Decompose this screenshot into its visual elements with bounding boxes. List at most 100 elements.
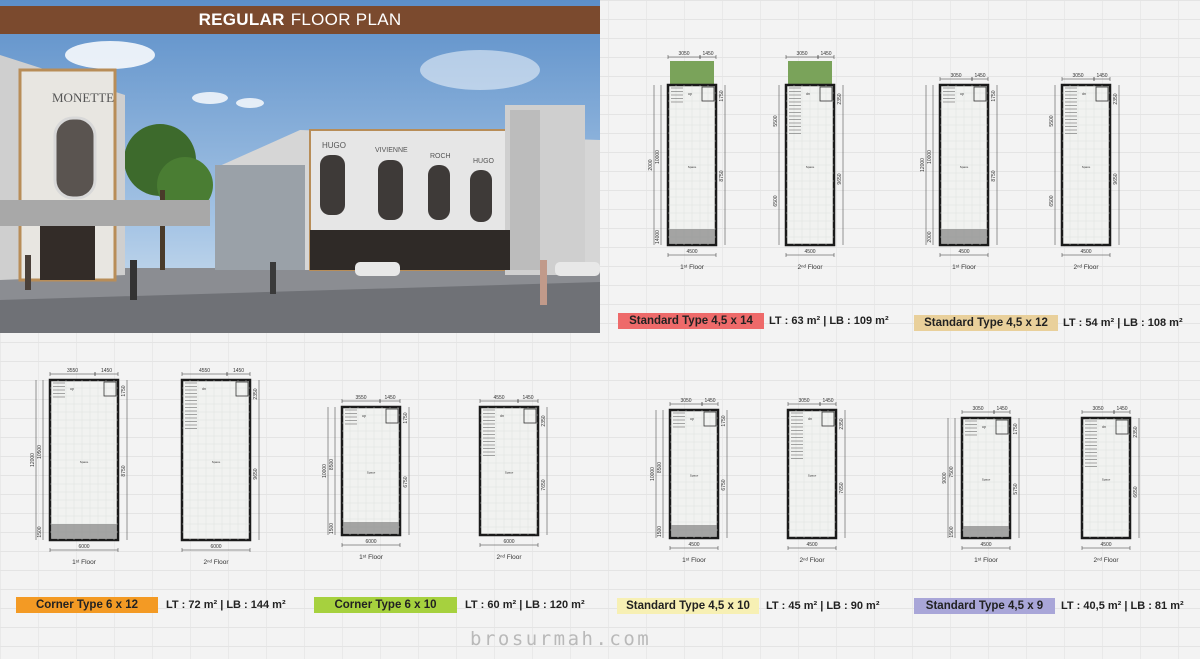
wc-room (1115, 419, 1129, 435)
first-floor-plan (340, 405, 402, 537)
sign-roch: ROCH (430, 153, 451, 160)
dim-right-1: 1750 (991, 90, 997, 101)
stair-direction: up (362, 414, 366, 418)
dim-right-1: 1750 (403, 412, 409, 423)
dim-bottom-2: 4500 (806, 542, 817, 548)
dim-left-1c: 1500 (657, 526, 663, 537)
dim-right-2: 8750 (991, 170, 997, 181)
dim-left-1c: 1500 (949, 526, 955, 537)
dim-top-4: 1450 (233, 368, 244, 374)
room-label: Space (960, 165, 969, 169)
wc-room (819, 86, 833, 102)
dim-bottom-1: 4500 (688, 542, 699, 548)
dim-top-3: 4550 (199, 368, 210, 374)
room-label: Space (690, 474, 699, 478)
floor-label-first: 1ˢᵗ Floor (72, 559, 96, 566)
dim-top-2: 1450 (101, 368, 112, 374)
first-floor-plan (668, 408, 720, 540)
wc-room (821, 411, 835, 427)
stair-direction: dn (500, 414, 504, 418)
stair-direction: up (70, 387, 74, 391)
room-label: Space (1082, 165, 1091, 169)
dim-right-1: 1750 (1013, 423, 1019, 434)
dim-bottom-2: 4500 (1100, 542, 1111, 548)
dim-top-2: 1450 (384, 395, 395, 401)
dim-left-1c: 2000 (927, 231, 933, 242)
wc-room (385, 408, 399, 424)
stair-direction: up (688, 92, 692, 96)
dim-left-1a: 10000 (322, 464, 328, 478)
dim-bottom-1: 4500 (686, 249, 697, 255)
dim-top-2: 1450 (996, 406, 1007, 412)
dim-right-2: 6750 (721, 479, 727, 490)
wc-room (703, 411, 717, 427)
second-floor-plan (1080, 416, 1132, 540)
dim-top-3: 3050 (798, 398, 809, 404)
building-render: MONETTE HUGO VIVIENNE ROCH HUGO (0, 0, 600, 333)
banner-bold: REGULAR (198, 10, 285, 29)
sign-vivienne: VIVIENNE (375, 147, 408, 154)
stair-direction: up (690, 417, 694, 421)
dim-bottom-1: 6000 (78, 544, 89, 550)
dim-left-1a: 2000 (648, 159, 654, 170)
room-label: Space (806, 165, 815, 169)
banner-rest: FLOOR PLAN (290, 10, 402, 29)
dim-top-1: 3050 (950, 73, 961, 79)
floor-label-second: 2ⁿᵈ Floor (496, 554, 522, 561)
room-label: Space (982, 477, 991, 481)
dim-left-1a: 9000 (942, 472, 948, 483)
dim-top-4: 1450 (1096, 73, 1107, 79)
stair-direction: up (982, 425, 986, 429)
dim-bottom-2: 4500 (1080, 249, 1091, 255)
dim-right-3: 2350 (839, 418, 845, 429)
dim-top-4: 1450 (820, 51, 831, 57)
floor-label-first: 1ˢᵗ Floor (682, 557, 706, 564)
type-area-info: LT : 45 m² | LB : 90 m² (766, 600, 880, 612)
dim-right-2: 5750 (1013, 483, 1019, 494)
type-badge: Corner Type 6 x 12 (16, 597, 158, 613)
type-area-info: LT : 72 m² | LB : 144 m² (166, 599, 286, 611)
stair-direction: dn (1102, 425, 1106, 429)
dim-left-1b: 8500 (657, 462, 663, 473)
dim-left-1a: 10000 (650, 467, 656, 481)
dim-left-1b: 8500 (329, 459, 335, 470)
terrace (671, 525, 717, 537)
dim-right-4: 6650 (1133, 486, 1139, 497)
room-label: Space (212, 460, 221, 464)
room-label: Space (80, 460, 89, 464)
dim-top-2: 1450 (704, 398, 715, 404)
dim-top-2: 1450 (702, 51, 713, 57)
stair-direction: up (960, 92, 964, 96)
dim-right-1: 1750 (719, 90, 725, 101)
dim-right-3: 2350 (1113, 93, 1119, 104)
dim-top-2: 1450 (974, 73, 985, 79)
dim-bottom-2: 6000 (210, 544, 221, 550)
dim-top-3: 3050 (1092, 406, 1103, 412)
terrace (941, 229, 987, 244)
dim-bottom-1: 4500 (958, 249, 969, 255)
dim-right-3: 2350 (1133, 426, 1139, 437)
floor-label-second: 2ⁿᵈ Floor (203, 559, 229, 566)
dim-left-2b: 6500 (1049, 195, 1055, 206)
dim-right-4: 9650 (253, 468, 259, 479)
type-area-info: LT : 54 m² | LB : 108 m² (1063, 317, 1183, 329)
first-floor-plan (960, 416, 1012, 540)
dim-left-1c: 14000 (655, 230, 661, 244)
dim-top-3: 3050 (796, 51, 807, 57)
second-floor-plan (180, 378, 252, 542)
dim-left-2a: 5500 (1049, 115, 1055, 126)
roof-garden (670, 61, 714, 85)
wc-room (995, 419, 1009, 435)
dim-left-1a: 12000 (920, 158, 926, 172)
dim-top-1: 3550 (67, 368, 78, 374)
floor-label-second: 2ⁿᵈ Floor (799, 557, 825, 564)
wc-room (973, 86, 987, 102)
room-label: Space (367, 471, 376, 475)
floor-label-second: 2ⁿᵈ Floor (1073, 264, 1099, 271)
room-label: Space (688, 165, 697, 169)
type-area-info: LT : 60 m² | LB : 120 m² (465, 599, 585, 611)
wc-room (523, 408, 537, 424)
